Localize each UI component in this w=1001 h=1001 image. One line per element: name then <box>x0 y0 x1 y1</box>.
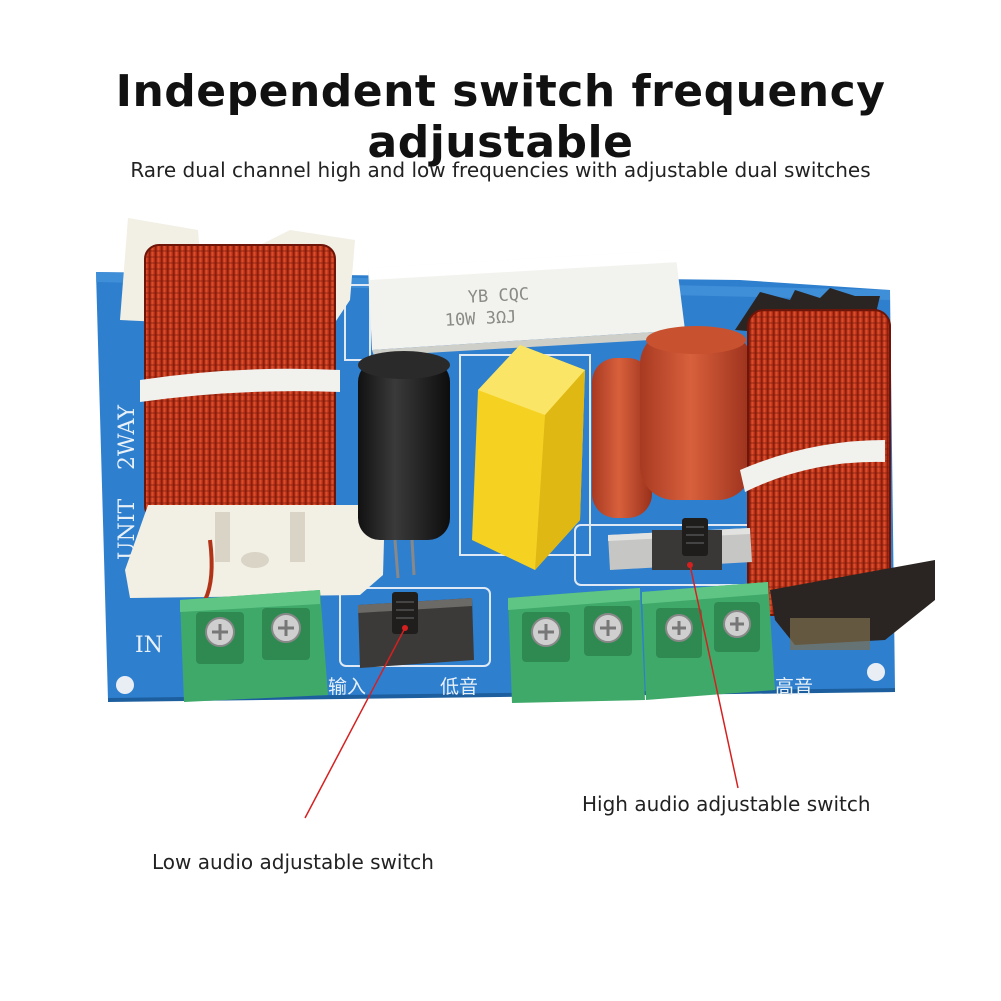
high-switch-callout-line <box>689 564 739 789</box>
right-inductor-coil <box>735 288 935 650</box>
yellow-film-capacitor <box>472 345 585 570</box>
red-capacitor-large <box>640 326 752 500</box>
silk-treble-cn: 高音 <box>775 676 813 698</box>
high-switch-callout-dot <box>687 562 693 568</box>
silk-2way: 2WAY <box>115 404 140 470</box>
resistor-marking-1: YB CQC <box>467 285 529 308</box>
high-switch-label: High audio adjustable switch <box>582 792 871 816</box>
resistor-marking-2: 10W 3ΩJ <box>444 307 517 331</box>
low-switch-callout-line <box>304 627 406 819</box>
left-inductor-coil <box>120 218 385 601</box>
low-audio-switch[interactable] <box>358 592 474 668</box>
page-title: Independent switch frequency adjustable <box>115 66 886 168</box>
cement-resistor: YB CQC 10W 3ΩJ <box>368 250 685 356</box>
electrolytic-capacitor <box>358 351 450 579</box>
low-switch-callout-dot <box>402 625 408 631</box>
high-audio-switch[interactable] <box>608 518 752 570</box>
silk-input-cn: 输入 <box>328 676 366 698</box>
terminal-block-bass <box>508 588 645 703</box>
silk-in: IN <box>135 633 163 658</box>
red-capacitor-small <box>592 358 652 518</box>
page-subtitle: Rare dual channel high and low frequenci… <box>130 158 871 182</box>
terminal-block-input <box>180 590 328 702</box>
silk-bass-cn: 低音 <box>440 676 478 698</box>
low-switch-label: Low audio adjustable switch <box>152 850 434 874</box>
terminal-block-treble <box>642 582 775 700</box>
